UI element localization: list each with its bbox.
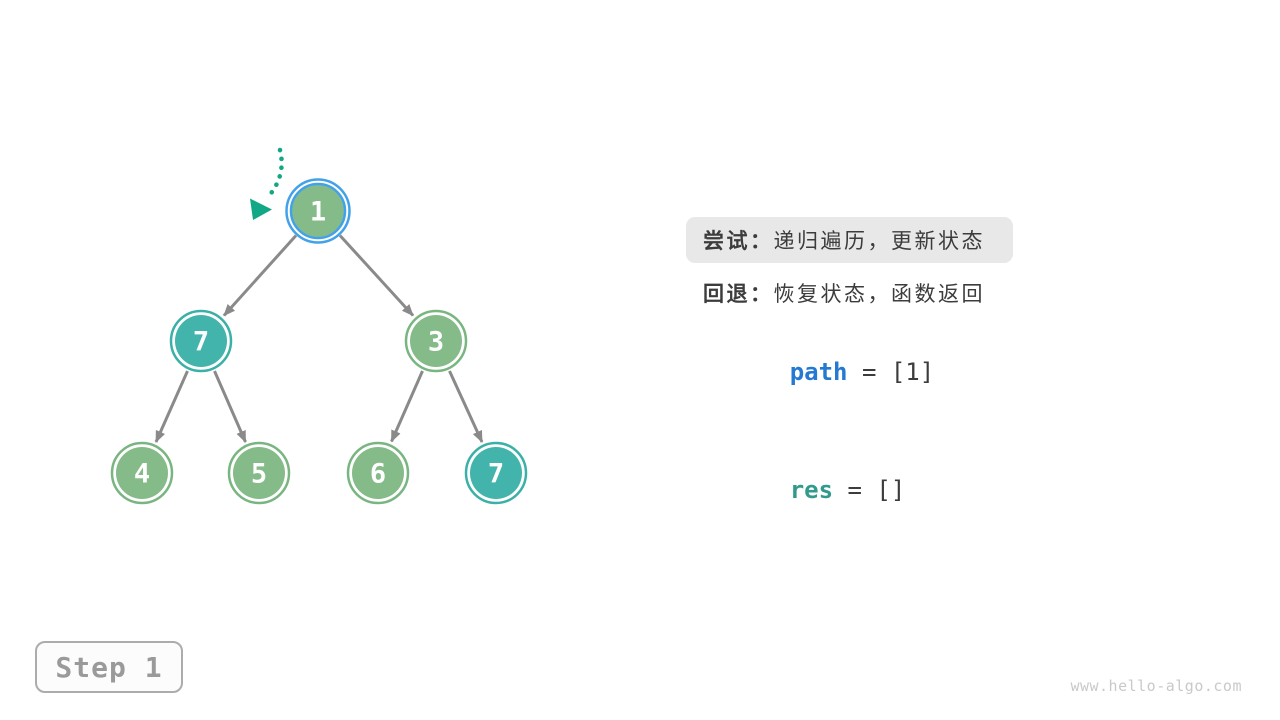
node-7r-fill [470, 447, 522, 499]
node-1-inner-ring [289, 182, 347, 240]
res-variable-name: res [789, 476, 834, 504]
node-5-fill [233, 447, 285, 499]
tree-edges [154, 234, 484, 443]
path-variable-value: = [1] [847, 358, 935, 386]
tree-node-4: 4 [110, 441, 174, 505]
node-5-label: 5 [251, 459, 267, 490]
pointer-dotted-path [265, 147, 284, 200]
step-label: Step 1 [55, 650, 163, 684]
tree-node-1: 1 [285, 178, 351, 244]
pointer-arrow-icon [250, 147, 284, 220]
res-variable-line: res = [] [703, 448, 906, 532]
node-6-label: 6 [370, 459, 386, 490]
node-6-fill [352, 447, 404, 499]
node-3-ring [404, 309, 468, 373]
node-4-ring [110, 441, 174, 505]
step-badge: Step 1 [35, 641, 183, 693]
edge-7-4 [154, 370, 189, 443]
node-7l-label: 7 [193, 327, 209, 358]
try-line: 尝试：递归遍历，更新状态 [686, 217, 1013, 263]
back-label: 回退： [703, 283, 774, 306]
tree-node-6: 6 [346, 441, 410, 505]
node-3-fill [410, 315, 462, 367]
edge-3-6 [390, 370, 424, 443]
edge-3-7 [448, 370, 484, 443]
node-7l-fill [175, 315, 227, 367]
tree-node-7-left: 7 [169, 309, 233, 373]
edge-1-7 [222, 234, 298, 317]
node-7r-ring [464, 441, 528, 505]
pointer-arrowhead-icon [250, 198, 272, 220]
edge-1-3 [338, 234, 415, 317]
node-7l-ring [169, 309, 233, 373]
try-label: 尝试： [703, 230, 774, 253]
current-node-ring [285, 178, 351, 244]
node-7r-label: 7 [488, 459, 504, 490]
try-text: 递归遍历，更新状态 [773, 230, 985, 253]
node-1-label: 1 [310, 197, 326, 228]
tree-node-3: 3 [404, 309, 468, 373]
edge-7-5 [213, 370, 247, 443]
node-3-label: 3 [428, 327, 444, 358]
tree-node-7-right: 7 [464, 441, 528, 505]
binary-tree-diagram: 1 7 3 4 5 6 [110, 147, 528, 505]
path-variable-line: path = [1] [703, 330, 935, 414]
back-text: 恢复状态，函数返回 [773, 283, 985, 306]
node-4-label: 4 [134, 459, 150, 490]
res-variable-value: = [] [833, 476, 906, 504]
tree-node-5: 5 [227, 441, 291, 505]
watermark: www.hello-algo.com [1070, 677, 1242, 695]
node-1-fill [292, 185, 344, 237]
node-5-ring [227, 441, 291, 505]
node-4-fill [116, 447, 168, 499]
node-6-ring [346, 441, 410, 505]
path-variable-name: path [789, 358, 848, 386]
back-line: 回退：恢复状态，函数返回 [703, 281, 985, 306]
